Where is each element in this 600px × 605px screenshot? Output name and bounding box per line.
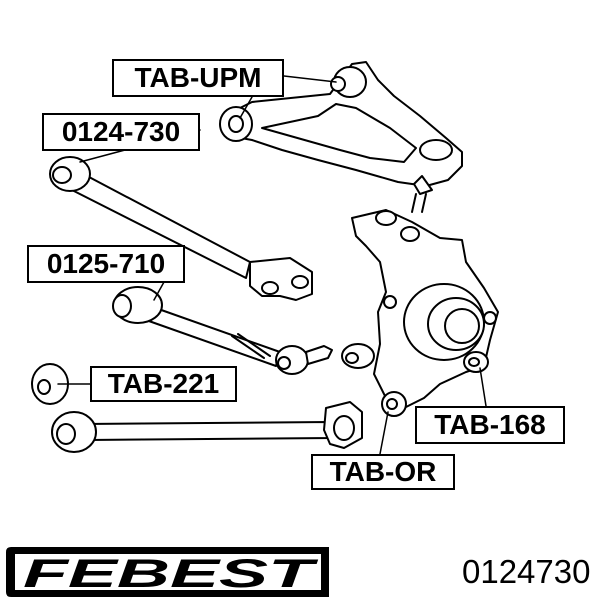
lateral-link <box>112 286 333 375</box>
febest-logo: FEBEST <box>6 547 329 597</box>
trailing-arm <box>49 156 313 301</box>
knuckle-hub <box>341 209 499 417</box>
label-tab-168: TAB-168 <box>415 406 565 444</box>
lower-control-arm <box>51 401 363 453</box>
label-0125-710: 0125-710 <box>27 245 185 283</box>
label-tab-upm: TAB-UPM <box>112 59 284 97</box>
brand-name: FEBEST <box>23 552 320 596</box>
part-number: 0124730 <box>462 553 591 590</box>
label-0124-730: 0124-730 <box>42 113 200 151</box>
label-tab-221: TAB-221 <box>90 366 237 402</box>
label-tab-or: TAB-OR <box>311 454 455 490</box>
